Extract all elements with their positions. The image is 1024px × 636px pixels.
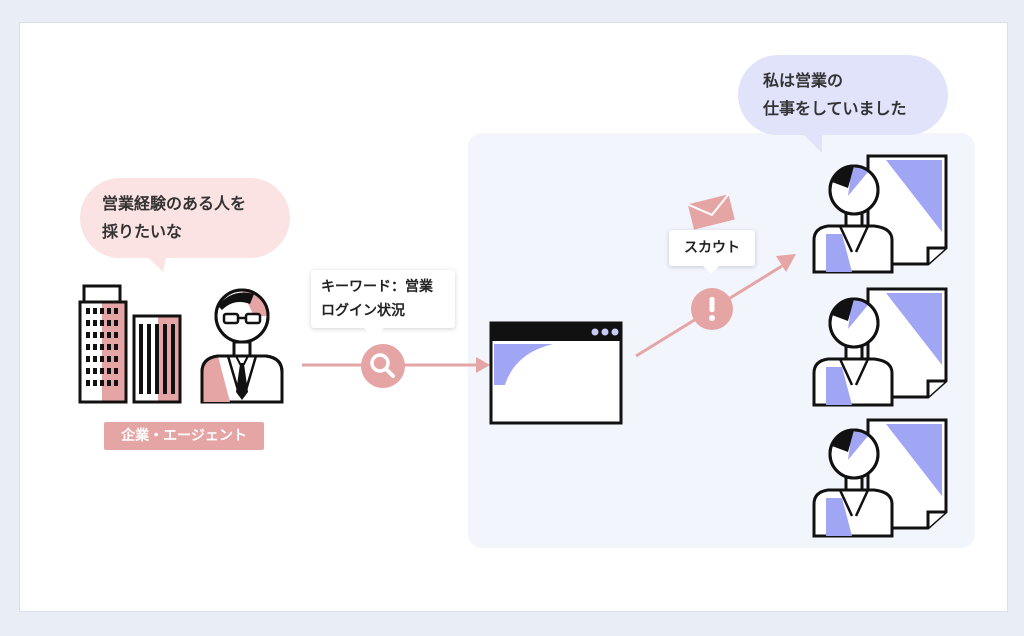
- search-tag-line1: キーワード：営業: [321, 279, 433, 295]
- candidate-bubble-line2: 仕事をしていました: [763, 99, 907, 118]
- mail-envelope-icon: [687, 193, 735, 230]
- scout-tag: スカウト: [669, 230, 755, 266]
- candidate-bubble-line1: 私は営業の: [763, 71, 844, 90]
- company-bubble-tail: [145, 254, 167, 272]
- company-bubble-line1: 営業経験のある人を: [102, 194, 247, 213]
- office-buildings-icon: [78, 284, 182, 404]
- search-tag-pointer: [363, 327, 385, 338]
- scout-label: スカウト: [684, 240, 740, 256]
- company-bubble-line2: 採りたいな: [102, 222, 183, 241]
- alert-icon: [691, 288, 733, 330]
- search-tag-line2: ログイン状況: [321, 303, 405, 319]
- company-speech-bubble: 営業経験のある人を 採りたいな: [80, 178, 290, 258]
- search-criteria-tag: キーワード：営業 ログイン状況: [311, 270, 455, 328]
- candidate-resume-card: [812, 418, 948, 538]
- candidate-bubble-tail: [800, 131, 822, 153]
- browser-window-icon: [489, 321, 623, 425]
- candidate-resume-card: [812, 154, 948, 274]
- scout-tag-pointer: [702, 265, 720, 274]
- candidate-resume-card: [812, 287, 948, 407]
- agent-person-icon: [200, 288, 284, 404]
- candidate-speech-bubble: 私は営業の 仕事をしていました: [738, 55, 948, 135]
- search-icon: [361, 344, 405, 388]
- company-agent-badge: 企業・エージェント: [104, 422, 264, 450]
